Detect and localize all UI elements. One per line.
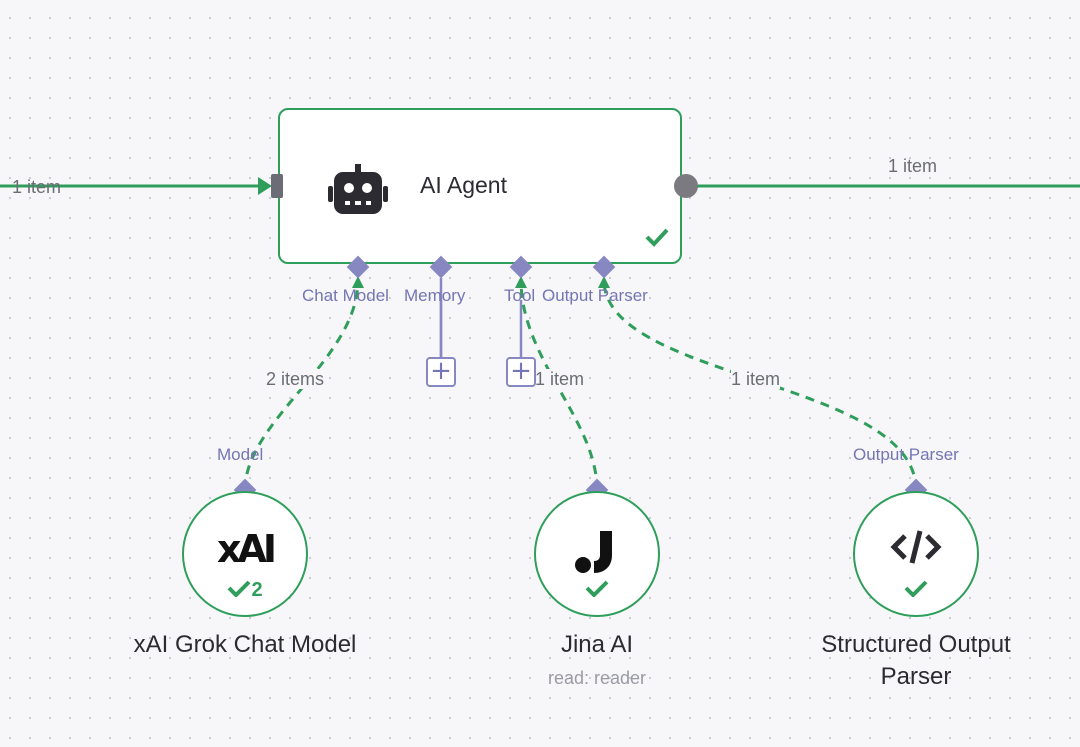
jina-ai-title: Jina AI	[560, 631, 634, 658]
add-tool-button[interactable]: +	[506, 357, 536, 387]
jina-ai-node[interactable]	[534, 491, 660, 617]
code-icon	[855, 527, 977, 572]
memory-port[interactable]	[429, 255, 453, 279]
xai-grok-node[interactable]: xAI 2	[182, 491, 308, 617]
tool-port[interactable]	[509, 255, 533, 279]
check-icon	[536, 579, 658, 603]
output-parser-edge[interactable]	[602, 279, 918, 491]
agent-output-handle[interactable]	[674, 174, 698, 198]
port-label-tool: Tool	[504, 286, 536, 305]
port-label-model: Model	[217, 445, 264, 464]
output-parser-edge-label: 1 item	[731, 369, 781, 389]
jina-logo-icon	[536, 527, 658, 580]
output-parser-edge-arrow	[598, 276, 610, 288]
structured-output-parser-title: Structured Output Parser	[821, 631, 1011, 690]
tool-edge-label: 1 item	[531, 369, 585, 389]
tool-edge-arrow	[515, 276, 527, 288]
agent-input-handle[interactable]	[271, 174, 283, 198]
chat-model-edge-arrow	[352, 276, 364, 288]
input-edge-arrow	[258, 177, 272, 195]
robot-icon	[328, 162, 388, 223]
agent-title: AI Agent	[420, 172, 507, 198]
add-memory-button[interactable]: +	[426, 357, 456, 387]
output-parser-port[interactable]	[592, 255, 616, 279]
tool-edge[interactable]	[519, 279, 599, 491]
input-edge-label: 1 item	[12, 177, 62, 197]
chat-model-port[interactable]	[346, 255, 370, 279]
jina-ai-subtitle: read: reader	[547, 668, 647, 688]
check-icon: 2	[184, 579, 306, 602]
port-label-chat-model: Chat Model	[302, 286, 389, 305]
check-icon	[644, 227, 670, 252]
structured-output-parser-node[interactable]	[853, 491, 979, 617]
port-label-parser-input: Output Parser	[853, 445, 959, 464]
port-label-memory: Memory	[404, 286, 466, 305]
run-count: 2	[251, 579, 263, 601]
xai-grok-title: xAI Grok Chat Model	[133, 631, 357, 658]
output-edge-label: 1 item	[888, 156, 938, 176]
check-icon	[855, 579, 977, 603]
port-label-output-parser: Output Parser	[542, 286, 648, 305]
chat-model-edge-label: 2 items	[266, 369, 325, 389]
xai-logo-icon: xAI	[216, 527, 277, 571]
